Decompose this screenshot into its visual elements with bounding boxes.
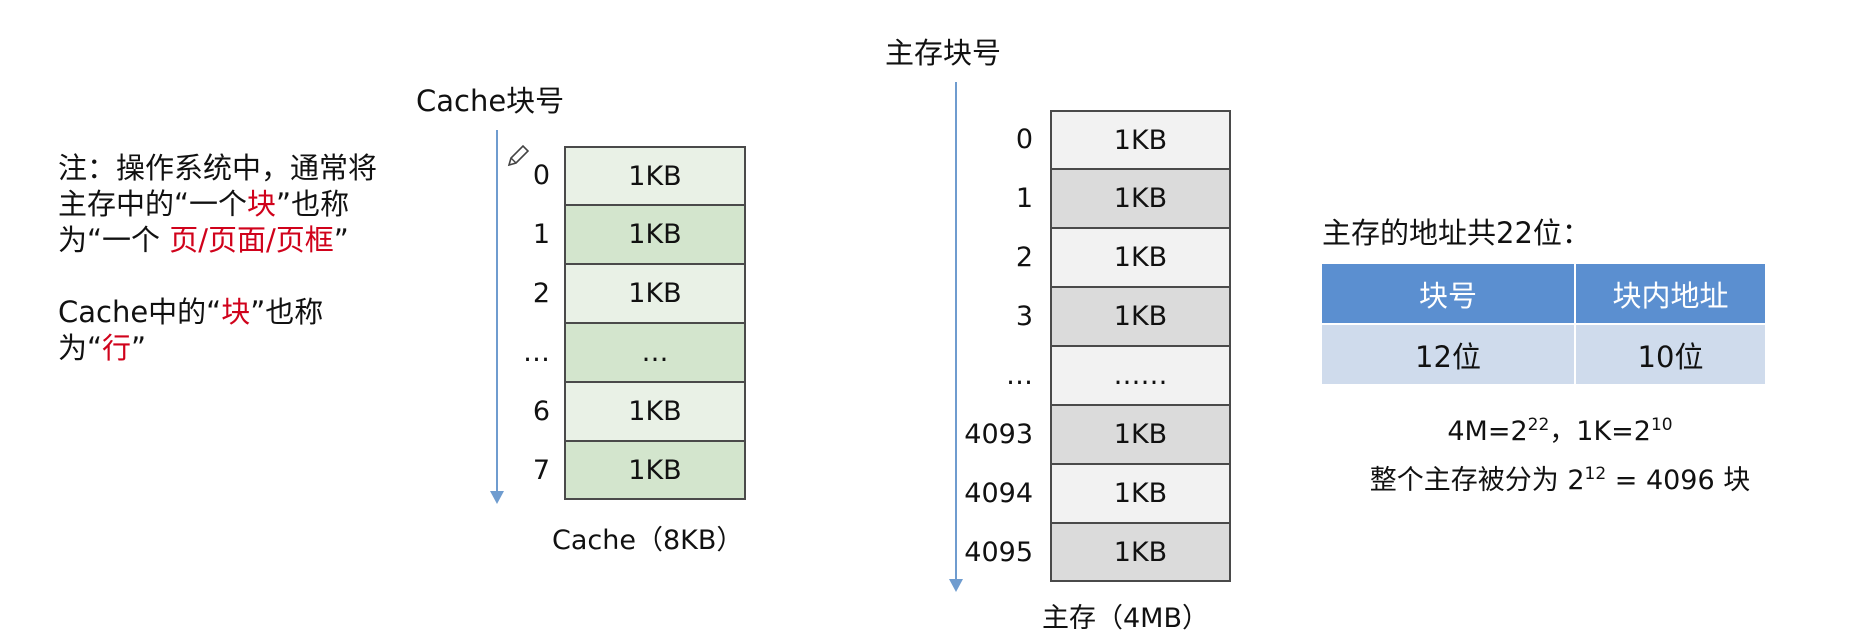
cache-caption: Cache（8KB）: [552, 525, 744, 556]
memory-block: 1KB: [1050, 464, 1231, 523]
memory-block: 1KB: [1050, 110, 1231, 169]
address-value-row: 12位 10位: [1320, 323, 1767, 386]
memory-block-number: 4095: [964, 537, 1033, 568]
formula-line-2: 整个主存被分为 212 = 4096 块: [1369, 464, 1751, 496]
memory-block-number-title: 主存块号: [885, 36, 1002, 70]
cache-block: 1KB: [564, 441, 746, 500]
memory-block: 1KB: [1050, 287, 1231, 346]
memory-block-number: …: [1006, 360, 1033, 391]
cache-block: 1KB: [564, 264, 746, 323]
cache-block: 1KB: [564, 382, 746, 441]
memory-block: 1KB: [1050, 405, 1231, 464]
cache-index-arrow: [490, 130, 504, 504]
header-offset: 块内地址: [1574, 262, 1767, 325]
memory-caption: 主存（4MB）: [1042, 603, 1209, 634]
note-paragraph-1: 注：操作系统中，通常将主存中的“一个块”也称为“一个 页/页面/页框”: [58, 151, 378, 257]
memory-block: 1KB: [1050, 169, 1231, 228]
highlight-line: 行: [102, 331, 132, 365]
note-paragraph-2: Cache中的“块”也称为“行”: [58, 295, 324, 365]
highlight-cache-block: 块: [221, 295, 251, 329]
pencil-icon: [505, 143, 531, 173]
cache-block: …: [564, 323, 746, 382]
memory-block-number: 4093: [964, 419, 1033, 450]
memory-block: ……: [1050, 346, 1231, 405]
note-text: 注：操作系统中，通常将主存中的“一个块”也称为“一个 页/页面/页框” Cach…: [58, 150, 388, 366]
cache-block-number: 0: [532, 160, 550, 191]
cache-block-number: 1: [532, 219, 550, 250]
cache-block-number: 6: [532, 396, 550, 427]
memory-index-arrow: [949, 82, 963, 592]
cache-block: 1KB: [564, 146, 746, 205]
memory-block: 1KB: [1050, 228, 1231, 287]
memory-block-number: 4094: [964, 478, 1033, 509]
formula-line-1: 4M=222，1K=210: [1447, 415, 1673, 447]
address-title: 主存的地址共22位：: [1322, 216, 1591, 250]
memory-block-number: 1: [1015, 183, 1033, 214]
cache-block: 1KB: [564, 205, 746, 264]
memory-block: 1KB: [1050, 523, 1231, 582]
highlight-block: 块: [247, 187, 277, 221]
address-header-row: 块号 块内地址: [1320, 262, 1767, 325]
cache-block-numbers: 0 1 2 … 6 7: [520, 146, 550, 500]
value-block-number: 12位: [1320, 323, 1576, 386]
memory-block-number: 2: [1015, 242, 1033, 273]
cache-block-number: …: [523, 337, 550, 368]
header-block-number: 块号: [1320, 262, 1576, 325]
highlight-page: 页/页面/页框: [169, 223, 334, 257]
value-offset: 10位: [1574, 323, 1767, 386]
memory-block-number: 3: [1015, 301, 1033, 332]
memory-block-numbers: 0 1 2 3 … 4093 4094 4095: [950, 110, 1033, 582]
cache-block-number: 7: [532, 455, 550, 486]
memory-block-number: 0: [1015, 124, 1033, 155]
address-table: 块号 块内地址 12位 10位: [1320, 262, 1767, 386]
cache-block-number-title: Cache块号: [416, 84, 565, 118]
formula: 4M=222，1K=210 整个主存被分为 212 = 4096 块: [1320, 404, 1800, 502]
cache-block-number: 2: [532, 278, 550, 309]
